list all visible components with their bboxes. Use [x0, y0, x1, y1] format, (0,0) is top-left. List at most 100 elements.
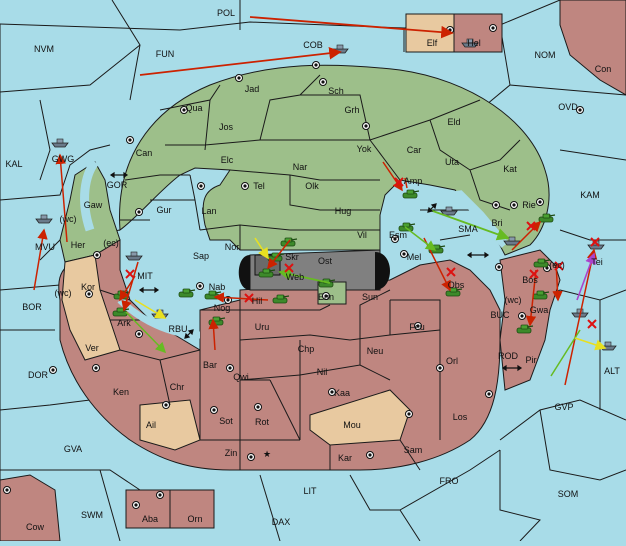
territory-label: Kat	[503, 164, 517, 174]
territory-label: Ken	[113, 387, 129, 397]
convoy-arrow-icon	[429, 209, 510, 241]
territory-label: Jad	[245, 84, 260, 94]
territory-label: Tei	[591, 257, 603, 267]
territory-label: Eld	[447, 117, 460, 127]
territory-label: Grh	[344, 105, 359, 115]
territory-label: Eun	[318, 292, 334, 302]
territory-label: (wc)	[55, 288, 72, 298]
territory-label: Pir	[526, 355, 537, 365]
territory-label: Olk	[305, 181, 319, 191]
territory-con[interactable]	[559, 0, 626, 96]
convoy-arrow-icon	[278, 268, 331, 284]
territory-label: Ver	[85, 343, 99, 353]
territory-label: GVP	[554, 402, 573, 412]
strait-gor	[80, 159, 99, 232]
territory-label: Uta	[445, 157, 459, 167]
territory-label: Sam	[404, 445, 423, 455]
territory-label: Sap	[193, 251, 209, 261]
territory-label: BUC	[490, 310, 510, 320]
territory-ail[interactable]	[139, 399, 201, 451]
support-arrow-icon	[254, 237, 269, 260]
support-arrow-icon	[134, 299, 167, 319]
territory-label: Lan	[201, 206, 216, 216]
territory-label: Gaw	[84, 200, 103, 210]
territory-label: Can	[136, 148, 153, 158]
territory-label: Bar	[203, 360, 217, 370]
strait-sma	[419, 190, 509, 248]
territory-aba[interactable]	[125, 489, 171, 529]
territory-label: Cow	[26, 522, 45, 532]
territory-label: Zin	[225, 448, 238, 458]
territory-label: MVU	[35, 242, 55, 252]
territory-label: Qwi	[233, 372, 249, 382]
territory-label: Con	[595, 64, 612, 74]
move-arrow-icon	[55, 153, 68, 243]
territory-label: Orl	[446, 356, 458, 366]
territory-label: KAL	[5, 159, 22, 169]
territory-label: (ec)	[103, 238, 119, 248]
move-arrow-icon	[208, 318, 219, 351]
move-arrow-icon	[139, 46, 342, 76]
territory-label: Web	[286, 272, 304, 282]
territory-label: OVD	[558, 102, 578, 112]
territory-label: Uru	[255, 322, 270, 332]
territory-label: Feu	[409, 322, 425, 332]
territory-label: COB	[303, 40, 323, 50]
territory-label: ROD	[498, 351, 519, 361]
territory-label: NVM	[34, 44, 54, 54]
territory-cow[interactable]	[0, 474, 61, 542]
territory-label: NOM	[535, 50, 556, 60]
territory-label: Elc	[221, 155, 234, 165]
territory-label: Hug	[335, 206, 352, 216]
move-arrow-icon	[121, 261, 139, 312]
territory-hel[interactable]	[453, 13, 503, 53]
retreat-arrow-icon	[576, 252, 596, 301]
territory-label: Rot	[255, 417, 270, 427]
territory-label: Bos	[522, 275, 538, 285]
territory-label: Ark	[117, 318, 131, 328]
territory-label: Tel	[253, 181, 265, 191]
support-arrow-icon	[574, 337, 607, 351]
territory-label: Neu	[367, 346, 384, 356]
territory-label: Los	[453, 412, 468, 422]
move-arrow-icon	[213, 292, 269, 303]
territory-label: POL	[217, 8, 235, 18]
convoy-arrow-icon	[125, 311, 167, 354]
territory-label: Orn	[187, 514, 202, 524]
territory-label: Gwa	[530, 305, 549, 315]
territory-label: RBU	[168, 324, 187, 334]
green-power-territory[interactable]	[119, 64, 550, 256]
territory-label: Nab	[209, 282, 226, 292]
move-arrow-icon	[33, 228, 48, 291]
territory-label: Jos	[219, 122, 234, 132]
territory-label: GOR	[107, 180, 128, 190]
territory-label: BOR	[22, 302, 42, 312]
territory-label: (wc)	[505, 295, 522, 305]
territory-orn[interactable]	[169, 489, 215, 529]
territory-label: Hil	[252, 296, 263, 306]
territory-label: Sch	[328, 86, 344, 96]
territory-label: Kor	[81, 282, 95, 292]
territory-label: Aba	[142, 514, 158, 524]
star-icon: ★	[263, 449, 271, 459]
territory-label: (ec)	[549, 260, 565, 270]
move-arrow-icon	[525, 269, 537, 327]
move-arrow-icon	[249, 16, 454, 39]
territory-label: SWM	[81, 510, 103, 520]
move-arrow-icon	[267, 239, 291, 270]
territory-label: Bri	[492, 218, 503, 228]
territory-label: Skr	[285, 252, 299, 262]
territory-label: FRO	[440, 476, 459, 486]
capital-east-cap	[375, 252, 390, 290]
territory-label: SMA	[458, 224, 478, 234]
territory-label: DAX	[272, 517, 291, 527]
territory-label: Nil	[317, 367, 328, 377]
order-arrows	[33, 16, 607, 386]
territory-label: Rie	[522, 200, 536, 210]
territory-label: Amp	[404, 176, 423, 186]
territory-label: Ost	[318, 256, 333, 266]
territory-label: Kaa	[334, 388, 350, 398]
